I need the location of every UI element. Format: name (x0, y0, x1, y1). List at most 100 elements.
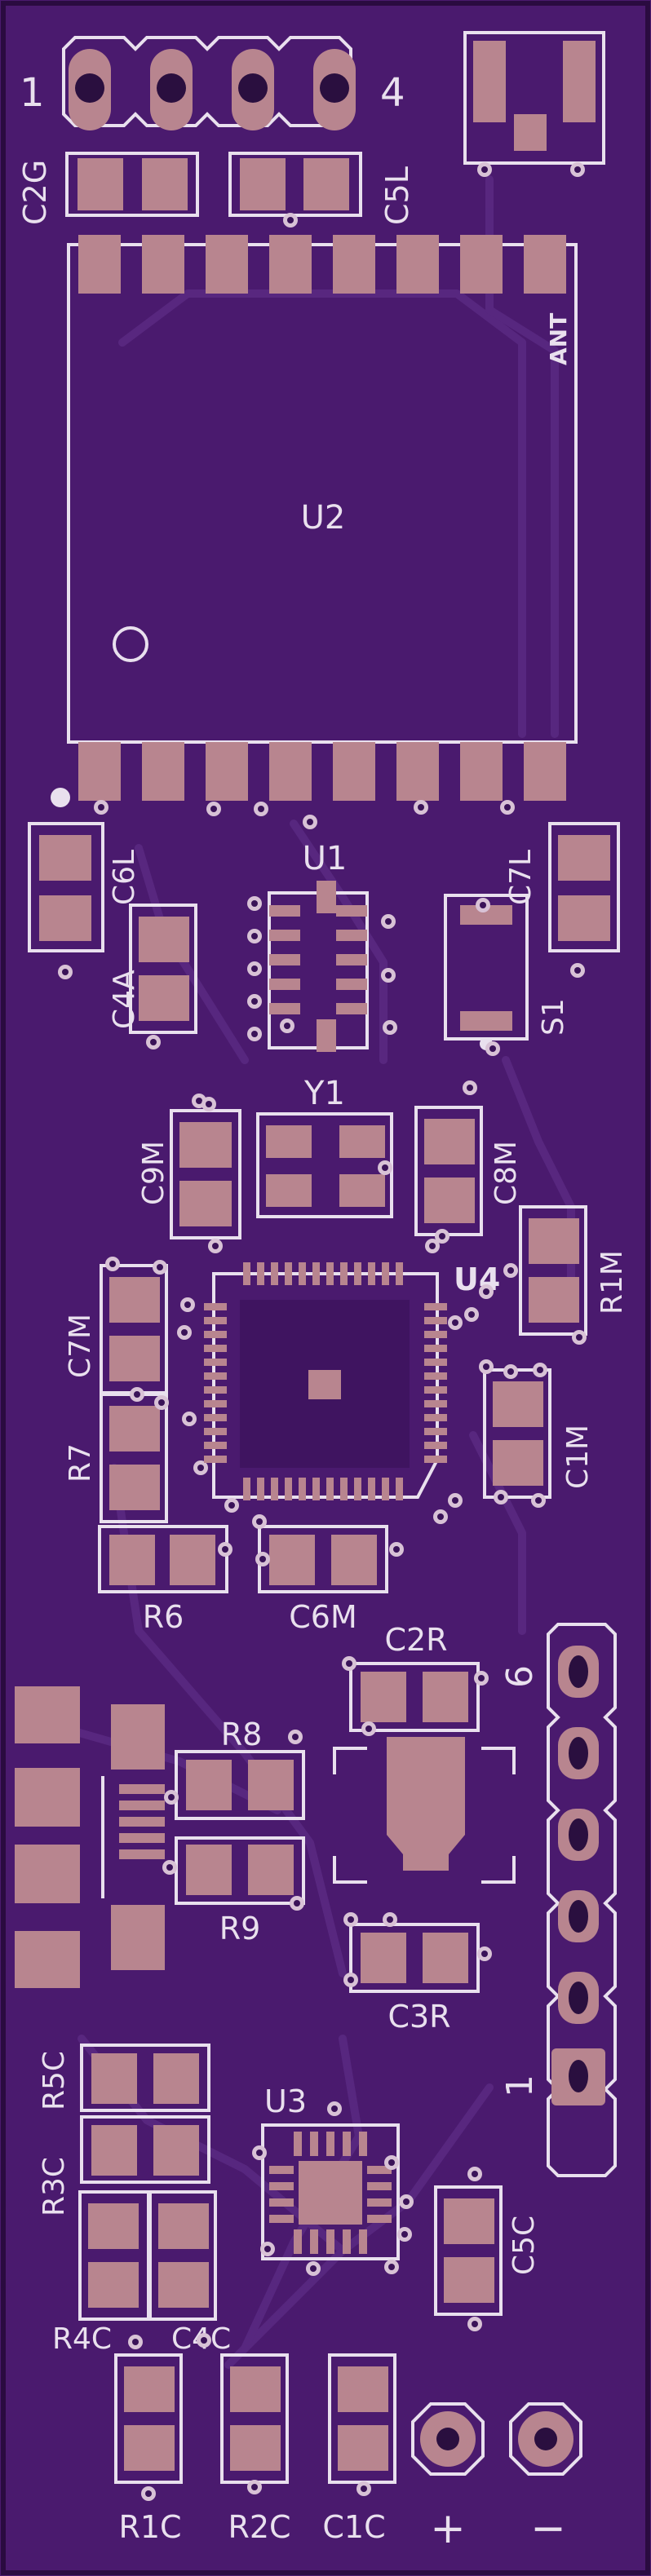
chip-u1: U1 (268, 840, 369, 1052)
u4-pin (271, 1478, 278, 1500)
u4-pin (326, 1262, 334, 1285)
u4-pin (204, 1372, 227, 1380)
u4-pin (204, 1359, 227, 1366)
u4-pins (204, 1262, 447, 1500)
c8m-label: C8M (489, 1141, 523, 1205)
u4-pin (312, 1478, 320, 1500)
via-hole (134, 1391, 140, 1398)
header-top-pin1-label: 1 (20, 70, 45, 116)
via-hole (284, 1023, 290, 1029)
via-hole (251, 1031, 258, 1037)
cap-c3r: C3R (349, 1923, 480, 2035)
u4-pin (299, 1262, 306, 1285)
r3c-label: R3C (38, 2157, 71, 2216)
via-hole (537, 1367, 543, 1373)
u4-pin (368, 1262, 375, 1285)
via-hole (504, 804, 511, 811)
via-hole (481, 166, 488, 173)
via-hole (292, 1734, 299, 1740)
via-hole (331, 2105, 338, 2112)
via-hole (439, 1233, 445, 1239)
cap-c1m: C1M (483, 1368, 595, 1499)
r7-label: R7 (64, 1443, 97, 1482)
via-hole (184, 1301, 191, 1308)
u4-pin (271, 1262, 278, 1285)
res-r1m: R1M (519, 1205, 629, 1336)
via-hole (452, 1497, 458, 1504)
u4-pin (382, 1262, 389, 1285)
chip-u3: U3 (261, 2083, 400, 2260)
connector-left (15, 1686, 165, 1988)
via-hole (132, 2339, 139, 2345)
via-hole (228, 1502, 235, 1509)
res-r1c: R1C (114, 2353, 183, 2545)
via-hole (365, 1725, 372, 1732)
u4-pin (354, 1262, 361, 1285)
via-hole (158, 1399, 165, 1406)
u4-pin (204, 1331, 227, 1338)
r9-label: R9 (219, 1911, 261, 1946)
via-hole (387, 1024, 393, 1031)
ant-label: ANT (545, 313, 572, 365)
via-hole (150, 1039, 157, 1045)
header-right-pin6-label: 6 (499, 1665, 541, 1688)
via-hole (382, 1164, 388, 1171)
via-hole (251, 998, 258, 1005)
r6-label: R6 (143, 1599, 184, 1635)
via-hole (166, 1864, 173, 1871)
res-r6: R6 (98, 1525, 228, 1635)
via-hole (481, 1951, 488, 1957)
via-hole (210, 806, 217, 812)
u4-pin (204, 1442, 227, 1449)
header-top-pin4-label: 4 (380, 70, 405, 116)
via-hole (251, 900, 258, 907)
via-hole (418, 804, 424, 811)
via-hole (472, 2171, 478, 2177)
vias (58, 162, 587, 2501)
via-hole (393, 1546, 400, 1553)
via-hole (468, 1311, 475, 1318)
via-hole (507, 1368, 514, 1375)
u4-pin (204, 1400, 227, 1407)
via-hole (480, 902, 486, 908)
c5l-label: C5L (379, 166, 415, 225)
via-hole (346, 1660, 352, 1667)
plus-label: + (430, 2504, 466, 2553)
via-hole (483, 1363, 489, 1370)
u4-pin (424, 1359, 447, 1366)
u4-pin (204, 1386, 227, 1394)
u4-pin (243, 1262, 250, 1285)
via-hole (388, 2159, 395, 2166)
res-r9: R9 (175, 1836, 305, 1946)
cap-c2r: C2R (349, 1622, 480, 1732)
u4-pin (424, 1442, 447, 1449)
via-hole (109, 1261, 116, 1267)
u4-pin (257, 1478, 264, 1500)
u4-pin (424, 1386, 447, 1394)
r8-label: R8 (221, 1717, 263, 1752)
via-hole (387, 1916, 393, 1923)
c7m-label: C7M (64, 1314, 97, 1378)
via-hole (472, 2321, 478, 2327)
cap-c4c: C4C (148, 2190, 231, 2356)
res-r8: R8 (175, 1717, 305, 1820)
res-r4c: R4C (52, 2190, 150, 2356)
cap-c4a: C4A (28, 822, 141, 1029)
u4-pin (424, 1345, 447, 1352)
u4-pin (285, 1478, 292, 1500)
via-hole (576, 1334, 582, 1341)
switch-s1: S1 (444, 894, 570, 1050)
cap-c6m: C6M (258, 1525, 388, 1635)
u4-pin (204, 1428, 227, 1435)
via-hole (251, 965, 258, 972)
via-hole (452, 1319, 458, 1326)
header-right-pin1-label: 1 (499, 2074, 541, 2097)
via-hole (574, 166, 581, 173)
u4-pin (312, 1262, 320, 1285)
via-hole (294, 1900, 300, 1907)
res-r7: R7 (64, 1393, 168, 1523)
via-hole (348, 1977, 354, 1983)
c1c-label: C1C (322, 2509, 385, 2545)
